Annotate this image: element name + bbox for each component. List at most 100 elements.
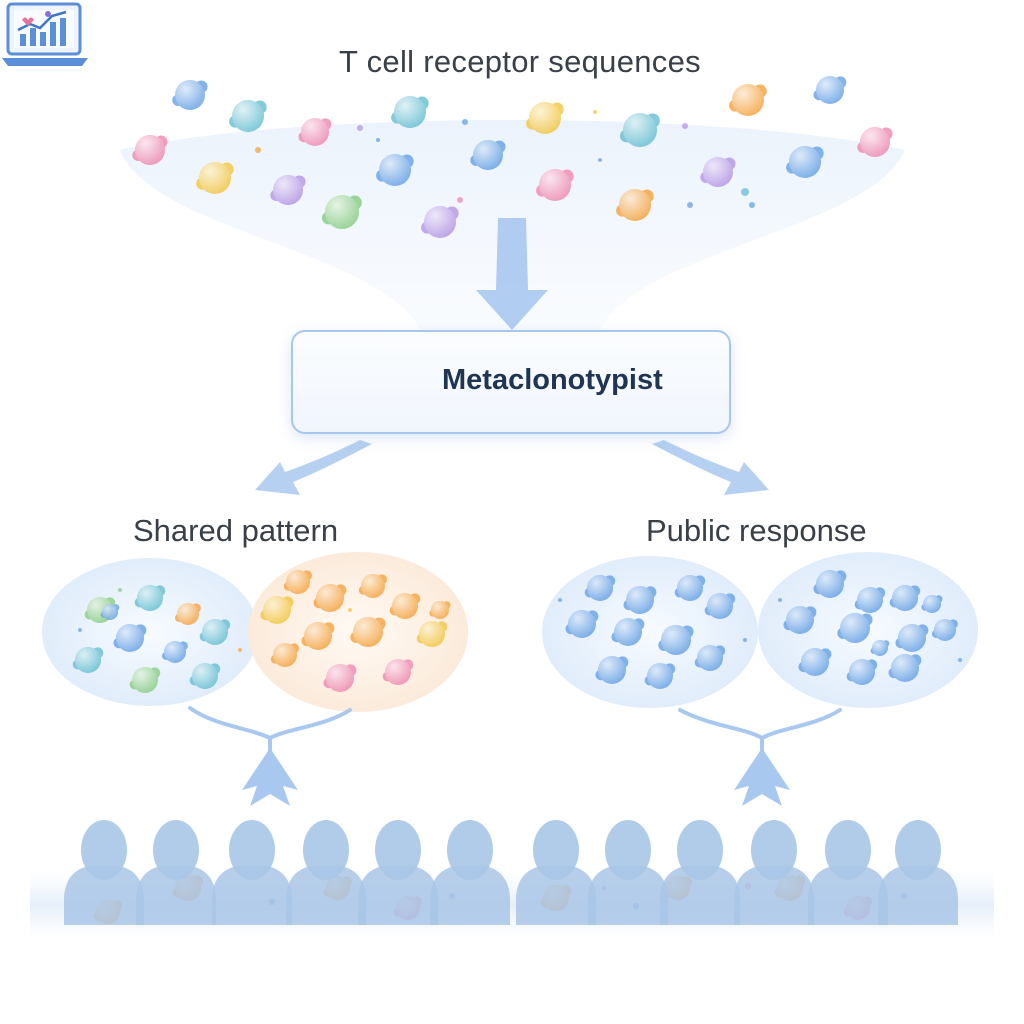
public-cell: [854, 587, 886, 613]
public-cell: [595, 656, 629, 684]
shared-cell: [260, 596, 294, 624]
shared-cell: [313, 584, 347, 612]
shared-cell: [283, 570, 313, 594]
public-cell: [704, 593, 736, 619]
tcr-cell: [376, 154, 414, 186]
tcr-cell: [526, 102, 564, 134]
tcr-cell: [470, 140, 506, 170]
shared-cell: [162, 641, 188, 663]
shared-cell: [416, 621, 448, 647]
shared-cell: [199, 619, 231, 645]
public-cell: [837, 613, 873, 643]
public-cell: [895, 624, 929, 652]
arrow-to-shared-pattern: [255, 440, 372, 495]
particle: [348, 608, 352, 612]
particle: [598, 158, 602, 162]
shared-cell: [72, 647, 104, 673]
shared-cell: [389, 593, 421, 619]
tcr-cell: [616, 189, 654, 221]
shared-cell: [382, 659, 414, 685]
shared-cell: [350, 617, 386, 647]
public-cell: [888, 654, 922, 682]
particle: [958, 658, 962, 662]
public-cell: [565, 610, 599, 638]
particle: [682, 123, 688, 129]
tcr-cell: [229, 100, 267, 132]
tcr-cell: [132, 135, 168, 165]
particle: [778, 598, 782, 602]
particle: [741, 188, 749, 196]
tcr-cell: [536, 169, 574, 201]
person-icon: [588, 820, 668, 925]
shared-cell: [113, 624, 147, 652]
down-arrow: [476, 218, 548, 330]
public-cell: [644, 663, 676, 689]
arrow-to-public-response: [652, 440, 769, 495]
shared-pattern-title: Shared pattern: [133, 513, 339, 548]
shared-cell: [134, 585, 166, 611]
person-icon: [136, 820, 216, 925]
public-cell: [611, 618, 645, 646]
particle: [118, 588, 122, 592]
shared-cell: [175, 603, 201, 625]
shared-cell: [429, 601, 451, 619]
tcr-cell: [813, 76, 847, 104]
shared-cell: [323, 664, 357, 692]
shared-cell: [129, 667, 161, 693]
public-cell: [658, 625, 694, 655]
particle: [558, 598, 562, 602]
particle: [457, 197, 463, 203]
tcr-cell: [421, 206, 459, 238]
public-upward-arrow: [734, 748, 790, 806]
laptop-chart-icon: [2, 2, 88, 66]
tcr-cell: [619, 113, 660, 147]
shared-cell: [189, 663, 221, 689]
person-icon: [660, 820, 740, 925]
tcr-cell: [857, 127, 893, 157]
particle: [462, 119, 468, 125]
particle: [255, 147, 261, 153]
particle: [238, 648, 242, 652]
tcr-cell: [729, 84, 767, 116]
shared-cell: [270, 643, 300, 667]
tcr-cell: [196, 162, 234, 194]
person-icon: [64, 820, 144, 925]
particle: [687, 202, 693, 208]
public-cell: [870, 640, 890, 656]
tcr-cell: [786, 146, 824, 178]
public-cell: [921, 595, 943, 613]
particle: [376, 138, 380, 142]
public-response-title: Public response: [646, 513, 867, 548]
person-icon: [878, 820, 958, 925]
particle: [357, 125, 363, 131]
tcr-cell: [270, 175, 306, 205]
tool-name: Metaclonotypist: [442, 364, 663, 396]
shared-cell: [301, 622, 335, 650]
input-title: T cell receptor sequences: [339, 44, 701, 79]
particle: [743, 638, 747, 642]
tcr-cell: [391, 96, 429, 128]
public-cell: [584, 575, 616, 601]
public-cell: [889, 585, 921, 611]
person-icon: [358, 820, 438, 925]
person-icon: [734, 820, 814, 925]
public-cell: [623, 586, 657, 614]
person-icon: [430, 820, 510, 925]
person-icon: [808, 820, 888, 925]
public-cell: [813, 570, 847, 598]
shared-upward-arrow: [242, 748, 298, 806]
public-cell: [932, 619, 958, 641]
person-icon: [516, 820, 596, 925]
person-icon: [212, 820, 292, 925]
particle: [749, 202, 755, 208]
tcr-cell: [700, 157, 736, 187]
people-layer: [64, 820, 958, 925]
shared-cell: [100, 604, 120, 620]
tcr-cell: [321, 195, 362, 229]
public-cell: [798, 648, 832, 676]
particle: [593, 110, 597, 114]
public-cell: [846, 659, 878, 685]
shared-cell: [358, 574, 388, 598]
